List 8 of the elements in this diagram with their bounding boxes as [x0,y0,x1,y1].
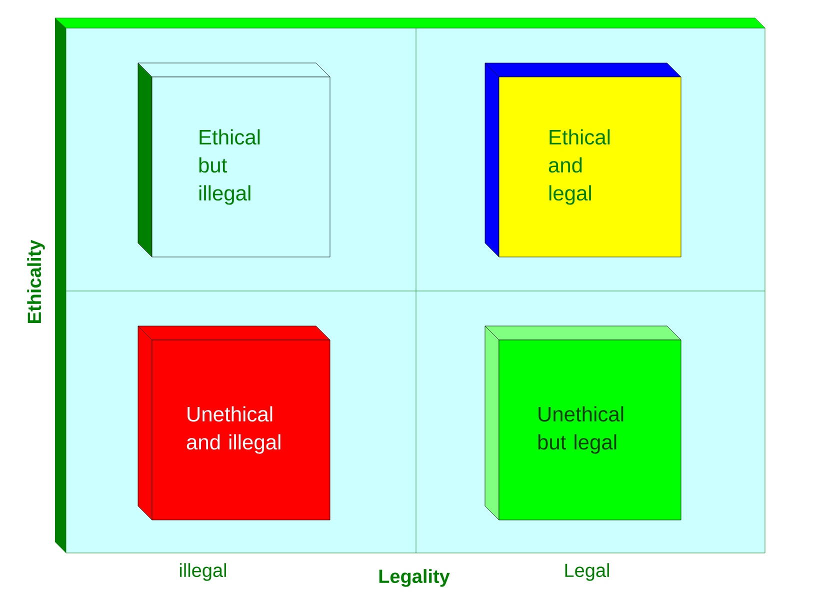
cube-box: Ethical and legal [484,62,682,258]
axis-title: Ethicality [27,240,45,323]
cube-box: Ethical but illegal [138,62,330,258]
axis-tick-label: Legal [565,563,609,581]
axis-tick-label: illegal [180,563,226,581]
cube-box: Unethical but legal [484,326,682,520]
axis-title: Legality [379,569,450,587]
cube-box: Unethical and illegal [138,326,330,520]
